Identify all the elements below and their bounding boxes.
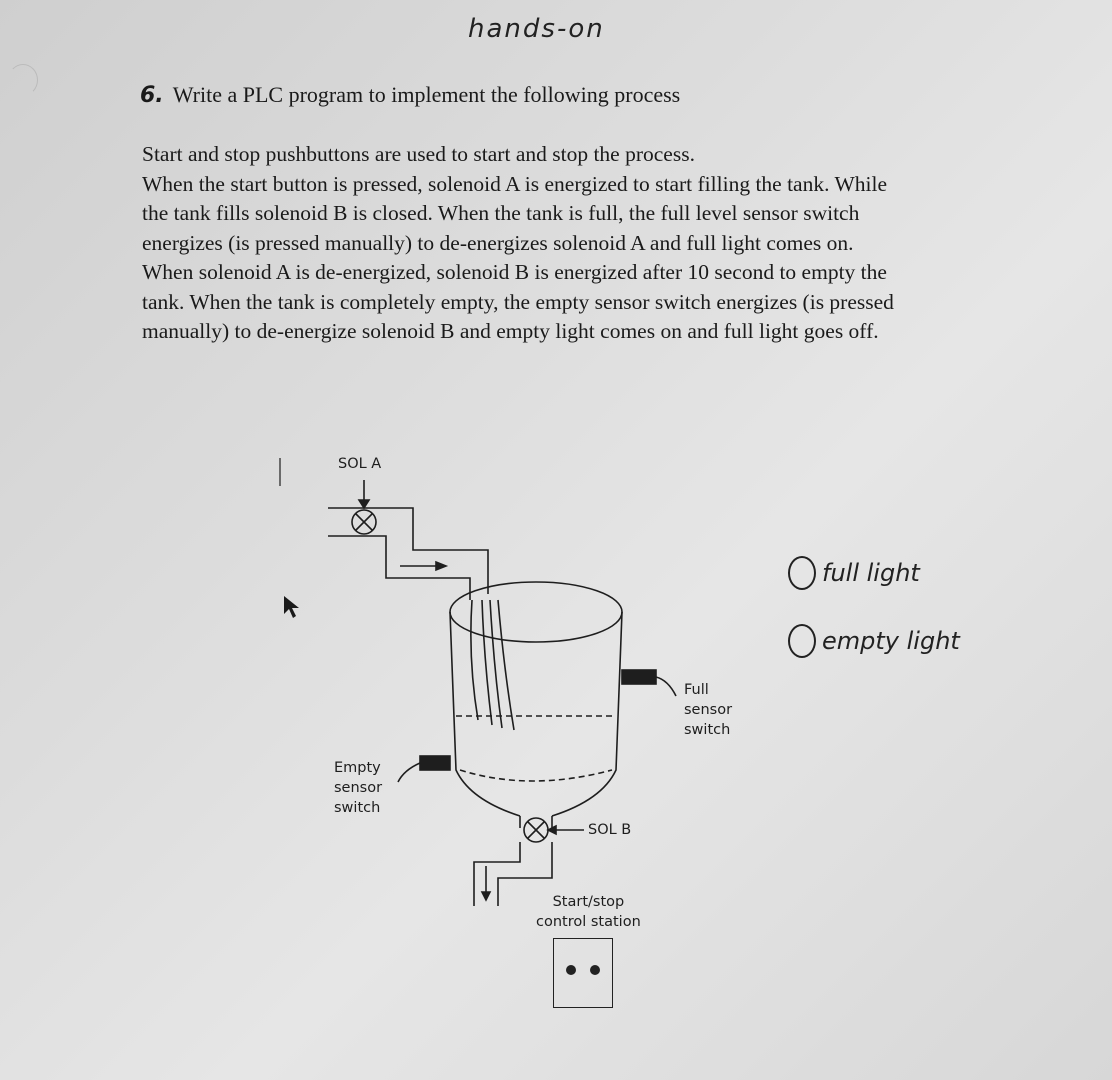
handwritten-title: hands-on: [468, 14, 605, 44]
full-sensor-line-1: Full: [684, 682, 709, 698]
tank-rim: [449, 581, 623, 643]
paragraph-line: manually) to de-energize solenoid B and …: [142, 319, 879, 343]
sol-a-arrow-head: [357, 499, 371, 510]
tank-bottom-neck: [519, 816, 553, 828]
mouse-cursor-icon: [284, 596, 299, 618]
empty-sensor-lead: [397, 762, 421, 783]
inflow-stream: [470, 599, 515, 731]
full-sensor-line-3: switch: [684, 722, 731, 738]
paragraph-line: When solenoid A is de-energized, solenoi…: [142, 260, 887, 284]
empty-sensor-line-2: sensor: [334, 780, 383, 796]
start-pushbutton-icon: [566, 965, 576, 975]
full-light-text: full light: [822, 559, 920, 587]
sol-b-label: SOL B: [588, 822, 632, 838]
empty-light-note: empty light: [788, 624, 960, 658]
paragraph-line: When the start button is pressed, soleno…: [142, 171, 887, 196]
full-light-circle-icon: [788, 556, 816, 590]
drain-arrow-head: [480, 891, 492, 902]
flow-arrow-head: [435, 560, 449, 572]
empty-sensor-line-1: Empty: [334, 760, 381, 776]
question-number: 6.: [140, 83, 164, 108]
sol-b-arrow-head: [546, 824, 557, 836]
start-stop-control-station: [553, 938, 613, 1008]
full-light-note: full light: [788, 556, 920, 590]
tank-wall-right: [551, 611, 623, 817]
paragraph-line: the tank fills solenoid B is closed. Whe…: [142, 201, 860, 225]
control-station-label: Start/stop control station: [536, 892, 641, 932]
inlet-pipe: [328, 507, 489, 594]
sol-a-label: SOL A: [338, 456, 382, 472]
empty-level-line: [459, 769, 613, 782]
question-prompt: Write a PLC program to implement the fol…: [172, 82, 681, 107]
full-sensor-block: [621, 669, 657, 685]
question-line: 6. Write a PLC program to implement the …: [140, 82, 680, 108]
full-sensor-label: Full sensor switch: [684, 680, 732, 740]
full-sensor-line-2: sensor: [684, 702, 733, 718]
empty-sensor-label: Empty sensor switch: [334, 758, 382, 818]
paragraph-line: Start and stop pushbuttons are used to s…: [142, 142, 695, 166]
stop-pushbutton-icon: [590, 965, 600, 975]
control-station-line-2: control station: [536, 914, 641, 930]
control-station-line-1: Start/stop: [552, 894, 625, 910]
empty-sensor-block: [419, 755, 451, 771]
tank-wall-left: [449, 611, 521, 817]
process-description: Start and stop pushbuttons are used to s…: [142, 140, 1012, 347]
empty-light-text: empty light: [822, 627, 960, 655]
empty-sensor-line-3: switch: [334, 800, 381, 816]
sol-a-valve: [351, 509, 377, 535]
paragraph-line: tank. When the tank is completely empty,…: [142, 289, 894, 314]
edge-mark: [8, 64, 38, 96]
full-sensor-lead: [655, 676, 677, 697]
empty-light-circle-icon: [788, 624, 816, 658]
inlet-pipe-lower: [328, 535, 471, 600]
outlet-pipe: [473, 842, 553, 906]
paragraph-line: energizes (is pressed manually) to de-en…: [142, 230, 854, 255]
